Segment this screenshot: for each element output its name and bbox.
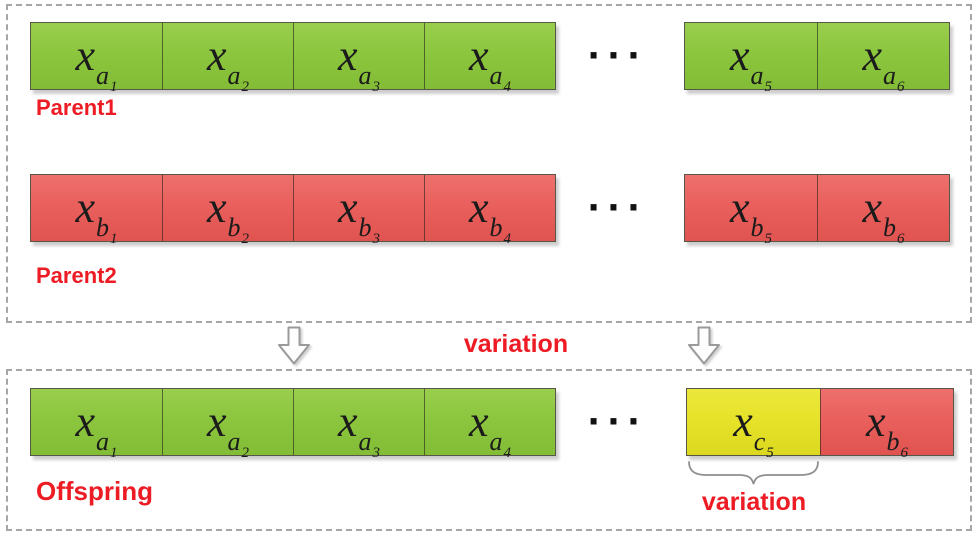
offspring-strip-right: xc5 xb6 xyxy=(686,388,954,461)
gene-cell-off-xc5: xc5 xyxy=(687,389,820,461)
gene-cell-xa3: xa3 xyxy=(293,23,424,95)
gene-symbol-xb6: xb6 xyxy=(862,183,905,247)
gene-symbol-xa6: xa6 xyxy=(862,31,905,95)
offspring-strip-left: xa1 xa2 xa3 xa4 xyxy=(30,388,556,461)
ellipsis-offspring: ··· xyxy=(587,402,647,442)
gene-symbol-xa5: xa5 xyxy=(729,31,773,95)
gene-cell-xb3: xb3 xyxy=(293,175,424,247)
parent1-strip-left: xa1 xa2 xa3 xa4 xyxy=(30,22,556,95)
parent2-label: Parent2 xyxy=(36,263,117,288)
gene-symbol-off-xc5: xc5 xyxy=(733,397,774,461)
offspring-label: Offspring xyxy=(36,476,153,506)
gene-cell-off-xa1: xa1 xyxy=(31,389,162,461)
gene-cell-xa5: xa5 xyxy=(685,23,817,95)
gene-symbol-xa1: xa1 xyxy=(75,31,118,95)
gene-cell-off-xa3: xa3 xyxy=(293,389,424,461)
gene-symbol-xa2: xa2 xyxy=(206,31,250,95)
gene-cell-xa1: xa1 xyxy=(31,23,162,95)
gene-symbol-xb1: xb1 xyxy=(75,183,118,247)
gene-symbol-xa3: xa3 xyxy=(337,31,381,95)
gene-cell-xb5: xb5 xyxy=(685,175,817,247)
gene-symbol-off-xa4: xa4 xyxy=(468,397,512,461)
gene-cell-off-xa2: xa2 xyxy=(162,389,293,461)
parent1-label: Parent1 xyxy=(36,95,117,120)
gene-symbol-xb3: xb3 xyxy=(337,183,381,247)
gene-symbol-xa4: xa4 xyxy=(468,31,512,95)
gene-cell-xa4: xa4 xyxy=(424,23,555,95)
gene-cell-xa2: xa2 xyxy=(162,23,293,95)
gene-symbol-xb4: xb4 xyxy=(468,183,512,247)
gene-symbol-off-xa2: xa2 xyxy=(206,397,250,461)
gene-cell-xb1: xb1 xyxy=(31,175,162,247)
gene-cell-off-xa4: xa4 xyxy=(424,389,555,461)
gene-cell-xb6: xb6 xyxy=(817,175,949,247)
parent2-strip-right: xb5 xb6 xyxy=(684,174,950,247)
gene-symbol-xb5: xb5 xyxy=(729,183,773,247)
variation-label-middle: variation xyxy=(463,330,569,358)
variation-label-offspring: variation xyxy=(701,488,807,516)
down-arrow-icon-left xyxy=(278,326,310,365)
gene-symbol-xb2: xb2 xyxy=(206,183,250,247)
gene-symbol-off-xb6: xb6 xyxy=(865,397,909,461)
gene-cell-off-xb6: xb6 xyxy=(820,389,953,461)
underbrace-icon xyxy=(688,461,819,485)
gene-symbol-off-xa3: xa3 xyxy=(337,397,381,461)
parent2-strip-left: xb1 xb2 xb3 xb4 xyxy=(30,174,556,247)
gene-cell-xa6: xa6 xyxy=(817,23,949,95)
gene-cell-xb2: xb2 xyxy=(162,175,293,247)
ellipsis-parent1: ··· xyxy=(587,36,647,76)
down-arrow-icon-right xyxy=(688,326,720,365)
ellipsis-parent2: ··· xyxy=(587,188,647,228)
gene-cell-xb4: xb4 xyxy=(424,175,555,247)
parent1-strip-right: xa5 xa6 xyxy=(684,22,950,95)
gene-symbol-off-xa1: xa1 xyxy=(75,397,118,461)
